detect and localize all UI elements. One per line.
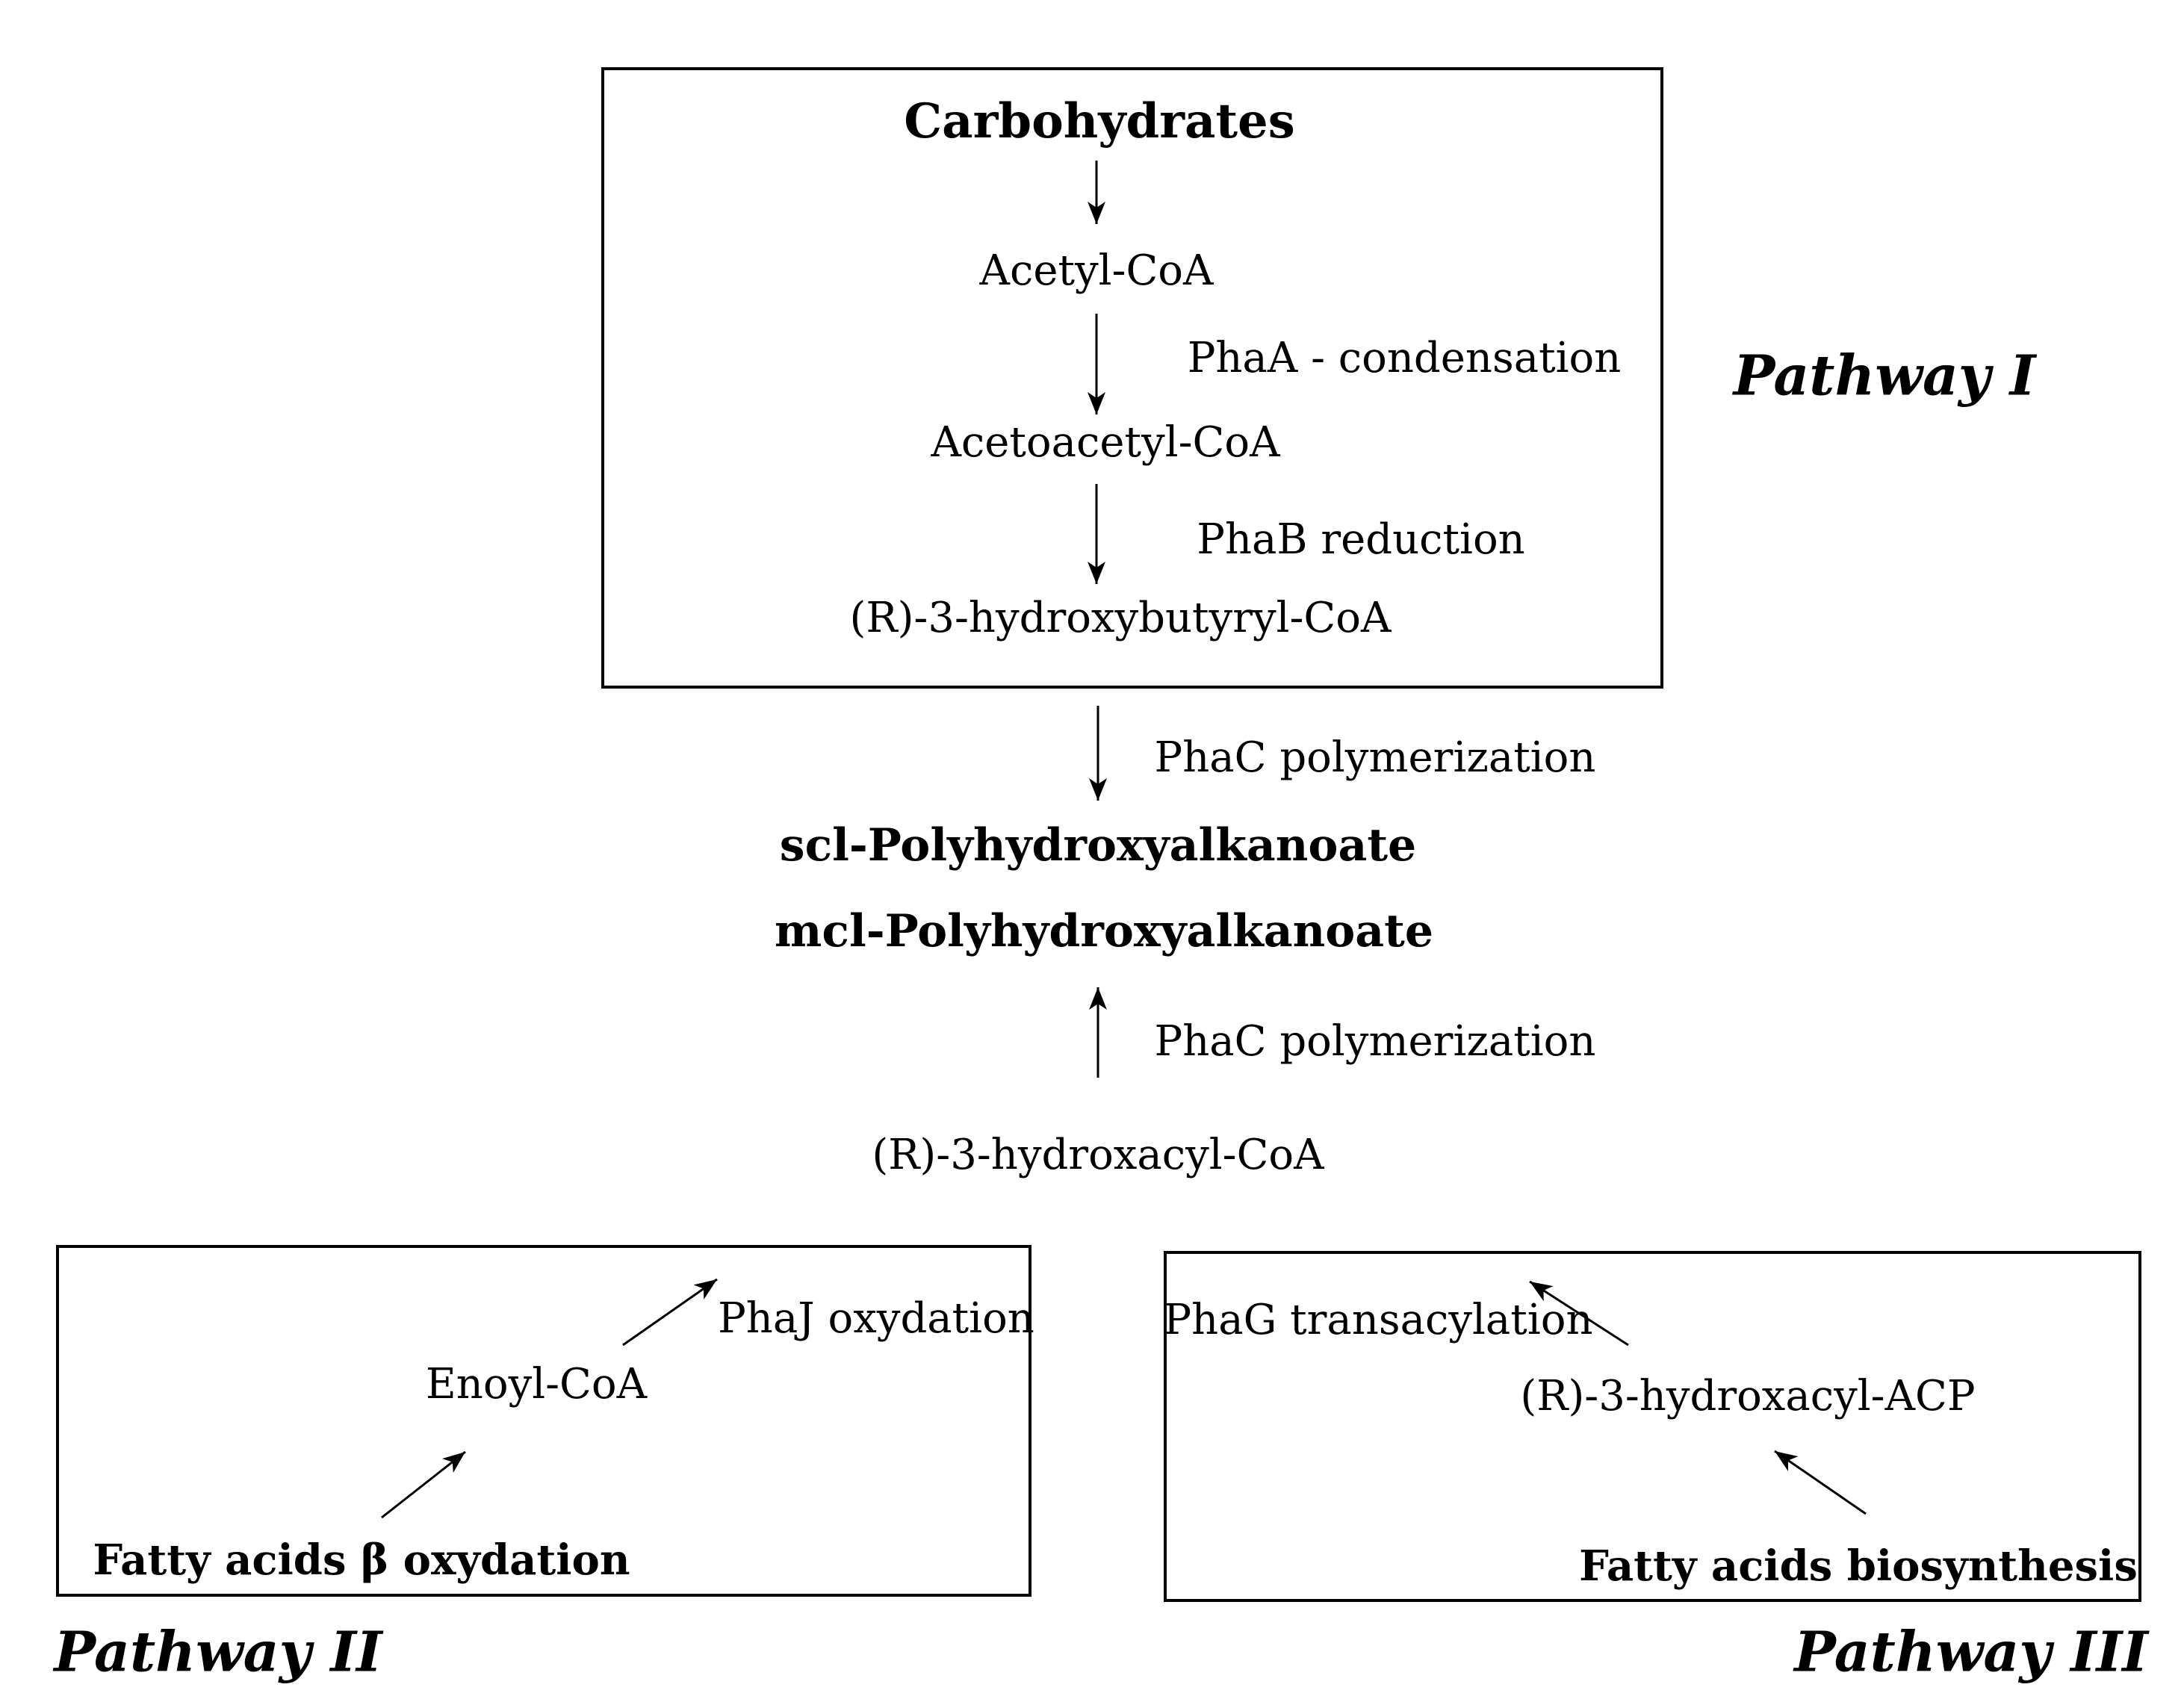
arrow-enoyl-coa-phaj-out xyxy=(622,1278,718,1347)
node-r3-hydroxacyl-acp: (R)-3-hydroxacyl-ACP xyxy=(1520,1372,1976,1421)
reaction-phag-transacylation: PhaG transacylation xyxy=(1163,1296,1593,1345)
reaction-phab-reduction: PhaB reduction xyxy=(1197,515,1525,565)
pathway1-box xyxy=(601,67,1663,689)
pathway2-box xyxy=(56,1245,1031,1597)
node-acetoacetyl-coa: Acetoacetyl-CoA xyxy=(931,418,1280,468)
arrow-fatty-acids-biosynthesis-to-hydroxacyl-acp xyxy=(1774,1450,1867,1515)
reaction-phac-polymerization-top: PhaC polymerization xyxy=(1154,733,1596,783)
reaction-phaa-condensation: PhaA - condensation xyxy=(1187,334,1622,383)
node-fatty-acids-biosynthesis: Fatty acids biosynthesis xyxy=(1579,1541,2138,1591)
node-acetyl-coa: Acetyl-CoA xyxy=(979,246,1214,296)
pathway3-box xyxy=(1164,1251,2141,1602)
arrow-hydroxacyl-acp-phag-out xyxy=(1529,1280,1629,1347)
reaction-phac-polymerization-bottom: PhaC polymerization xyxy=(1154,1017,1596,1066)
pathway2-label: Pathway II xyxy=(54,1620,382,1685)
node-mcl-polyhydroxyalkanoate: mcl-Polyhydroxyalkanoate xyxy=(774,905,1434,957)
node-r3-hydroxybutyryl-coa: (R)-3-hydroxybutyryl-CoA xyxy=(849,594,1392,643)
node-scl-polyhydroxyalkanoate: scl-Polyhydroxyalkanoate xyxy=(779,819,1417,872)
node-carbohydrates: Carbohydrates xyxy=(904,93,1295,149)
node-enoyl-coa: Enoyl-CoA xyxy=(425,1360,648,1409)
pathway1-label: Pathway I xyxy=(1733,344,2036,409)
node-fatty-acids-beta-oxydation: Fatty acids β oxydation xyxy=(93,1535,630,1586)
arrow-fatty-acids-oxydation-to-enoyl-coa xyxy=(381,1450,466,1519)
reaction-phaj-oxydation: PhaJ oxydation xyxy=(718,1294,1034,1344)
node-r3-hydroxacyl-coa: (R)-3-hydroxacyl-CoA xyxy=(872,1131,1324,1180)
pathway3-label: Pathway III xyxy=(1794,1620,2148,1685)
